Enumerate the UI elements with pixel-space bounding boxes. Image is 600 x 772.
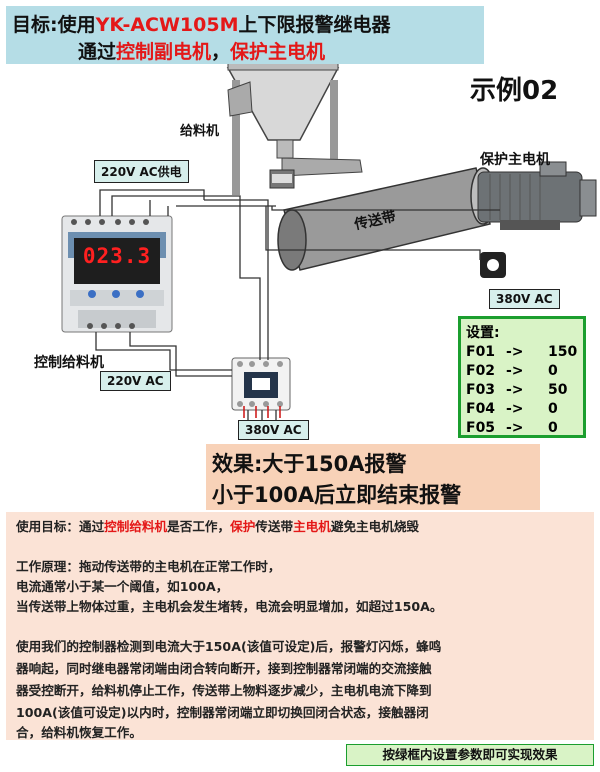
title-banner: 目标:使用YK-ACW105M上下限报警继电器 通过控制副电机，保护主电机 bbox=[6, 6, 484, 64]
setting-code: F02 bbox=[466, 363, 496, 379]
controller-device bbox=[61, 215, 173, 333]
ac-contactor bbox=[231, 357, 291, 411]
title-text: 目标:使用 bbox=[12, 14, 96, 36]
title-highlight: 保护主电机 bbox=[230, 41, 326, 63]
contactor-voltage-tag: 380V AC bbox=[238, 420, 309, 440]
title-highlight: 控制副电机 bbox=[116, 41, 212, 63]
usage-line: 合，给料机恢复工作。 bbox=[16, 725, 142, 740]
setting-arrow: -> bbox=[506, 363, 524, 379]
usage-line: 器受控断开，给料机停止工作，传送带上物料逐步减少，主电机电流下降到 bbox=[16, 683, 432, 698]
setting-arrow: -> bbox=[506, 420, 524, 436]
desc-highlight: 主电机 bbox=[293, 519, 331, 534]
setting-value: 0 bbox=[548, 401, 558, 417]
desc-text: 避免主电机烧毁 bbox=[330, 519, 419, 534]
wires bbox=[95, 189, 500, 420]
protect-motor-label: 保护主电机 bbox=[480, 152, 550, 168]
setting-value: 0 bbox=[548, 420, 558, 436]
control-feeder-label: 控制给料机 bbox=[34, 355, 104, 371]
feeder-hopper bbox=[226, 64, 363, 195]
setting-code: F05 bbox=[466, 420, 496, 436]
setting-arrow: -> bbox=[506, 344, 524, 360]
goal-paragraph: 使用目标：通过控制给料机是否工作，保护传送带主电机避免主电机烧毁 bbox=[16, 516, 419, 535]
effect-line-1: 效果:大于150A报警 bbox=[212, 452, 407, 476]
effect-line-2: 小于100A后立即结束报警 bbox=[212, 483, 462, 507]
effect-box: 效果:大于150A报警 小于100A后立即结束报警 bbox=[206, 444, 540, 510]
setting-value: 0 bbox=[548, 363, 558, 379]
desc-text: 是否工作， bbox=[167, 519, 231, 534]
usage-line: 100A(该值可设定)以内时，控制器常闭端立即切换回闭合状态，接触器闭 bbox=[16, 705, 429, 720]
wiring-diagram bbox=[61, 64, 597, 420]
main-motor bbox=[477, 161, 597, 230]
desc-text: 使用目标：通过 bbox=[16, 519, 105, 534]
setting-value: 50 bbox=[548, 382, 568, 398]
setting-value: 150 bbox=[548, 344, 578, 360]
usage-line: 使用我们的控制器检测到电流大于150A(该值可设定)后，报警灯闪烁，蜂鸣 bbox=[16, 639, 442, 654]
title-text: ， bbox=[211, 41, 231, 63]
principle-line: 电流通常小于某一个阈值，如100A， bbox=[16, 579, 229, 594]
description-panel: 使用目标：通过控制给料机是否工作，保护传送带主电机避免主电机烧毁 工作原理：拖动… bbox=[6, 512, 594, 740]
title-line-1: 目标:使用YK-ACW105M上下限报警继电器 bbox=[12, 10, 391, 37]
principle-line: 工作原理：拖动传送带的主电机在正常工作时， bbox=[16, 559, 281, 574]
motor-voltage-tag: 380V AC bbox=[489, 289, 560, 309]
red-wires bbox=[243, 406, 281, 418]
title-text: 通过 bbox=[78, 41, 117, 63]
title-line-2: 通过控制副电机，保护主电机 bbox=[78, 37, 325, 64]
example-label: 示例02 bbox=[470, 76, 559, 106]
desc-highlight: 保护 bbox=[230, 519, 256, 534]
setting-arrow: -> bbox=[506, 401, 524, 417]
feeder-label: 给料机 bbox=[180, 124, 220, 139]
desc-text: 传送带 bbox=[255, 519, 294, 534]
settings-title: 设置: bbox=[466, 325, 500, 341]
ac220-tag: 220V AC bbox=[100, 371, 171, 391]
model-name: YK-ACW105M bbox=[95, 14, 239, 36]
supply-voltage-tag: 220V AC供电 bbox=[94, 160, 189, 183]
setting-code: F03 bbox=[466, 382, 496, 398]
setting-code: F01 bbox=[466, 344, 496, 360]
title-text: 上下限报警继电器 bbox=[238, 14, 391, 36]
settings-panel: 设置: F01 -> 150 F02 -> 0 F03 -> 50 F04 ->… bbox=[458, 316, 586, 438]
setting-code: F04 bbox=[466, 401, 496, 417]
principle-line: 当传送带上物体过重，主电机会发生堵转，电流会明显增加，如超过150A。 bbox=[16, 599, 443, 614]
footer-note: 按绿框内设置参数即可实现效果 bbox=[346, 744, 594, 766]
usage-line: 器响起，同时继电器常闭端由闭合转向断开，接到控制器常闭端的交流接触 bbox=[16, 661, 432, 676]
setting-arrow: -> bbox=[506, 382, 524, 398]
device-display: 023.3 bbox=[82, 244, 152, 268]
desc-highlight: 控制给料机 bbox=[104, 519, 168, 534]
current-sensor bbox=[480, 252, 506, 278]
